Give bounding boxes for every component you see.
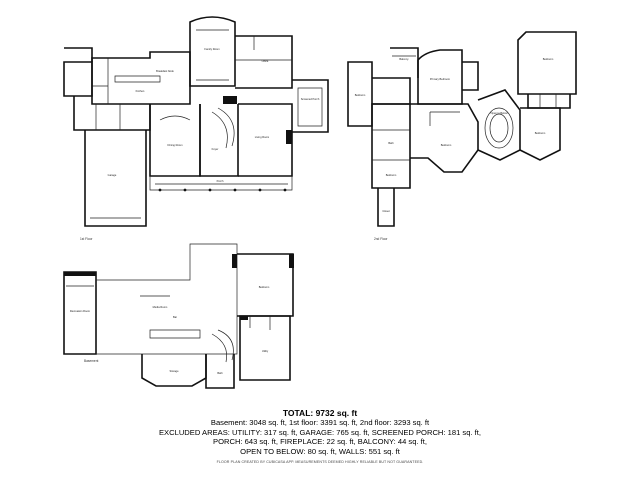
svg-text:Storage: Storage (169, 369, 179, 373)
svg-text:Bedroom: Bedroom (259, 285, 270, 289)
svg-text:Dining Room: Dining Room (168, 143, 183, 147)
svg-text:Media Room: Media Room (153, 305, 168, 309)
second-floor-label: 2nd Floor (374, 237, 388, 241)
svg-text:Bath: Bath (217, 371, 223, 375)
svg-text:Office: Office (262, 59, 269, 63)
svg-text:Recreation Room: Recreation Room (70, 309, 90, 313)
excluded-areas-1: EXCLUDED AREAS: UTILITY: 317 sq. ft, GAR… (158, 427, 481, 437)
svg-text:Balcony: Balcony (399, 57, 409, 61)
svg-text:Family Room: Family Room (204, 47, 219, 51)
svg-text:Screened Porch: Screened Porch (301, 97, 320, 101)
total-area: TOTAL: 9732 sq. ft (282, 408, 358, 418)
svg-text:Foyer: Foyer (212, 147, 219, 151)
svg-text:Bedroom: Bedroom (355, 93, 366, 97)
floor-plans: Family Room Breakfast Nook Kitchen Offic… (63, 16, 577, 389)
first-floor-label: 1st Floor (80, 237, 93, 241)
svg-text:Closet: Closet (382, 209, 390, 213)
svg-text:Breakfast Nook: Breakfast Nook (156, 69, 174, 73)
svg-text:Porch: Porch (217, 179, 224, 183)
svg-text:Bedroom: Bedroom (535, 131, 546, 135)
excluded-areas-2: PORCH: 643 sq. ft, FIREPLACE: 22 sq. ft,… (213, 437, 427, 447)
svg-text:Bedroom: Bedroom (441, 143, 452, 147)
second-floor-plan: Bedroom Primary Bedroom Balcony Bath Bed… (347, 31, 577, 241)
svg-text:Bar: Bar (173, 315, 177, 319)
svg-text:Living Room: Living Room (255, 135, 269, 139)
floor-areas: Basement: 3048 sq. ft, 1st floor: 3391 s… (210, 418, 430, 427)
svg-text:Primary Bedroom: Primary Bedroom (430, 77, 450, 81)
svg-text:Bath: Bath (388, 141, 394, 145)
svg-text:Kitchen: Kitchen (136, 89, 145, 93)
basement-label: Basement (84, 359, 98, 363)
area-summary: TOTAL: 9732 sq. ft Basement: 3048 sq. ft… (0, 408, 640, 464)
disclaimer: FLOOR PLAN CREATED BY CUBICASA APP. MEAS… (216, 460, 424, 465)
svg-text:Open to Below: Open to Below (490, 111, 507, 115)
first-floor-plan: Family Room Breakfast Nook Kitchen Offic… (63, 16, 329, 241)
excluded-areas-3: OPEN TO BELOW: 80 sq. ft, WALLS: 551 sq.… (240, 446, 400, 456)
svg-text:Garage: Garage (108, 173, 117, 177)
basement-plan: Recreation Room Media Room Bar Bedroom S… (63, 243, 294, 389)
svg-text:Utility: Utility (262, 349, 269, 353)
svg-text:Bedroom: Bedroom (543, 57, 554, 61)
svg-text:Bedroom: Bedroom (386, 173, 397, 177)
